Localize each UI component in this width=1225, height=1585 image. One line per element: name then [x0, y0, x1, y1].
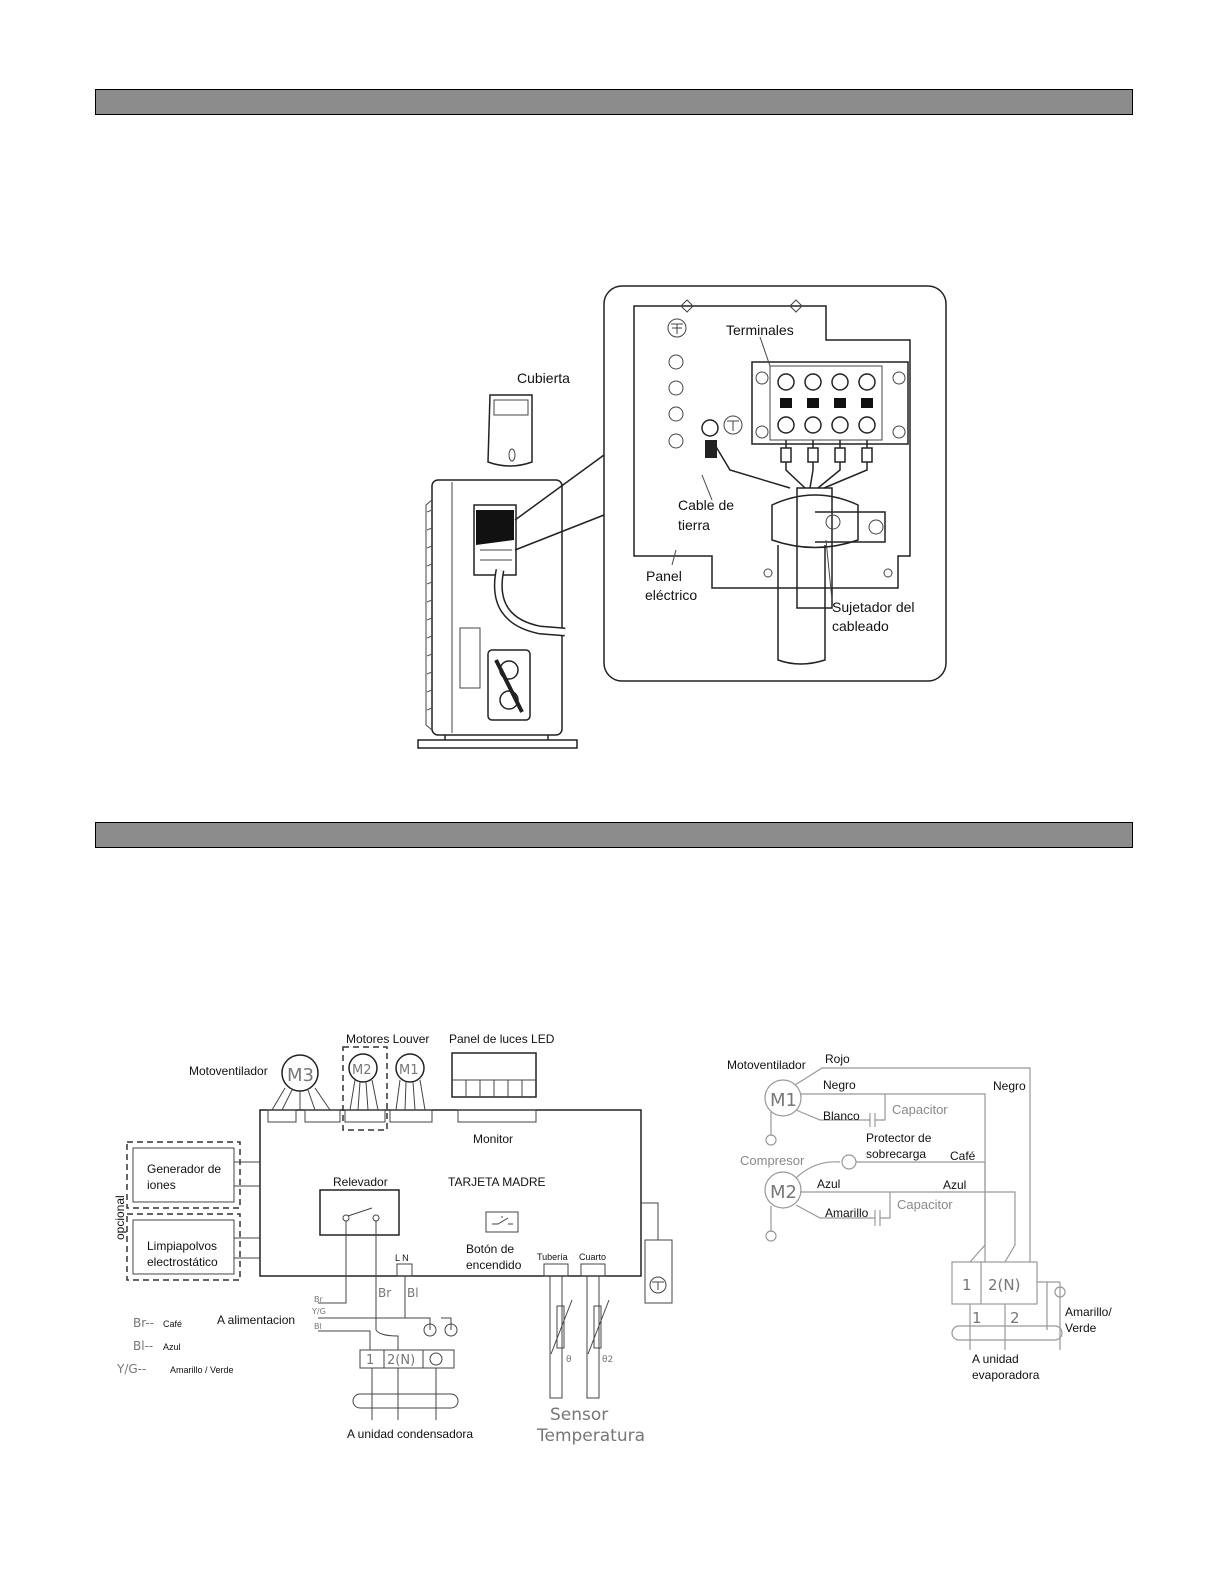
label-yg-2: Verde: [1065, 1321, 1097, 1335]
terminal-screws: [755, 371, 906, 439]
legend-code-bl: Bl--: [133, 1339, 153, 1353]
label-relay: Relevador: [333, 1175, 388, 1189]
legend-code-yg: Y/G--: [116, 1362, 146, 1376]
label-theta1: θ: [566, 1355, 572, 1365]
unit-body: [431, 479, 563, 736]
label-to-condenser: A unidad condensadora: [347, 1427, 473, 1441]
label-overload-1: Protector de: [866, 1131, 932, 1145]
label-panel-1: Panel: [646, 568, 682, 584]
label-pipe: Tubería: [537, 1252, 568, 1262]
indoor-wiring-diagram: [126, 1046, 673, 1420]
label-outdoor-m2: M2: [770, 1182, 797, 1203]
label-m1: M1: [399, 1063, 419, 1078]
label-monitor: Monitor: [473, 1132, 513, 1146]
label-brown: Café: [950, 1149, 976, 1163]
label-outdoor-terminal-1b: 1: [972, 1309, 982, 1327]
label-sensor-1: Sensor: [550, 1405, 608, 1425]
terminal-strip-indoor: [359, 1349, 455, 1369]
terminal-block-outdoor: [951, 1261, 1038, 1305]
section-header-bar-1: [95, 89, 1133, 115]
label-power-button-2: encendido: [466, 1258, 522, 1272]
relay: [319, 1189, 400, 1236]
power-button-icon: [485, 1211, 519, 1233]
label-outdoor-terminal-2b: 2: [1010, 1309, 1020, 1327]
label-black: Negro: [823, 1078, 856, 1092]
label-overload-2: sobrecarga: [866, 1147, 926, 1161]
label-m2: M2: [352, 1063, 372, 1078]
motor-m2-compressor: [764, 1171, 802, 1209]
label-room: Cuarto: [579, 1252, 606, 1262]
label-theta2: θ2: [602, 1355, 613, 1365]
motor-m1: [395, 1053, 425, 1083]
label-to-evap-2: evaporadora: [972, 1368, 1040, 1382]
label-ground-cable-1: Cable de: [678, 497, 734, 513]
label-led-panel: Panel de luces LED: [449, 1032, 555, 1046]
motor-m2: [348, 1053, 378, 1083]
electrical-panel-zoom: [603, 285, 947, 682]
label-dust-2: electrostático: [147, 1255, 218, 1269]
label-capacitor-2: Capacitor: [897, 1197, 953, 1212]
label-outdoor-terminal-2n: 2(N): [988, 1276, 1020, 1294]
section-header-bar-2: [95, 822, 1133, 848]
label-terminals: Terminales: [726, 322, 794, 338]
label-bl: Bl: [407, 1286, 419, 1300]
label-to-evap-1: A unidad: [972, 1352, 1019, 1366]
label-mainboard: TARJETA MADRE: [448, 1175, 546, 1189]
label-outdoor-m1: M1: [770, 1090, 797, 1111]
main-board: [259, 1109, 642, 1277]
label-m3: M3: [287, 1065, 314, 1086]
label-ground-cable-2: tierra: [678, 517, 710, 533]
motor-m1-outdoor: [764, 1079, 802, 1117]
label-ion-gen-2: iones: [147, 1178, 176, 1192]
label-compressor: Compresor: [740, 1153, 805, 1168]
label-br-small: Br: [314, 1295, 323, 1304]
label-panel-2: eléctrico: [645, 587, 697, 603]
label-clamp-1: Sujetador del: [832, 599, 915, 615]
label-clamp-2: cableado: [832, 618, 889, 634]
label-outdoor-fan-motor: Motoventilador: [727, 1058, 806, 1072]
label-black-2: Negro: [993, 1079, 1026, 1093]
label-terminal-2n: 2(N): [387, 1353, 415, 1368]
outdoor-wiring-diagram: [764, 1067, 1066, 1350]
label-power-button-1: Botón de: [466, 1242, 514, 1256]
label-cover: Cubierta: [517, 370, 570, 386]
legend-text-br: Café: [163, 1319, 182, 1329]
label-yellow: Amarillo: [825, 1206, 869, 1220]
outdoor-unit-illustration: [417, 394, 605, 749]
label-to-power: A alimentacion: [217, 1313, 295, 1327]
label-louver-motors: Motores Louver: [346, 1032, 429, 1046]
label-capacitor: Capacitor: [892, 1102, 948, 1117]
label-blue-2: Azul: [943, 1178, 966, 1192]
label-outdoor-terminal-1: 1: [962, 1276, 972, 1294]
label-white: Blanco: [823, 1109, 860, 1123]
label-yg-small: Y/G: [311, 1307, 326, 1316]
label-sensor-2: Temperatura: [536, 1426, 645, 1446]
label-terminal-1: 1: [366, 1353, 374, 1368]
electrical-panel-plate: [633, 305, 911, 589]
label-ln: L N: [395, 1253, 409, 1263]
terminal-block: [751, 361, 909, 445]
label-yg-1: Amarillo/: [1065, 1305, 1112, 1319]
legend-text-bl: Azul: [163, 1342, 181, 1352]
label-dust-1: Limpiapolvos: [147, 1239, 217, 1253]
legend-text-yg: Amarillo / Verde: [170, 1365, 234, 1375]
label-bl-small: Bl: [314, 1322, 322, 1331]
label-ion-gen-1: Generador de: [147, 1162, 221, 1176]
label-red: Rojo: [825, 1052, 850, 1066]
legend-code-br: Br--: [133, 1316, 154, 1330]
label-blue: Azul: [817, 1177, 840, 1191]
label-optional: opcional: [113, 1195, 127, 1240]
cover-drawing: [487, 394, 533, 467]
label-fan-motor: Motoventilador: [189, 1064, 268, 1078]
label-br: Br: [378, 1286, 391, 1300]
ground-icon: [667, 318, 687, 338]
